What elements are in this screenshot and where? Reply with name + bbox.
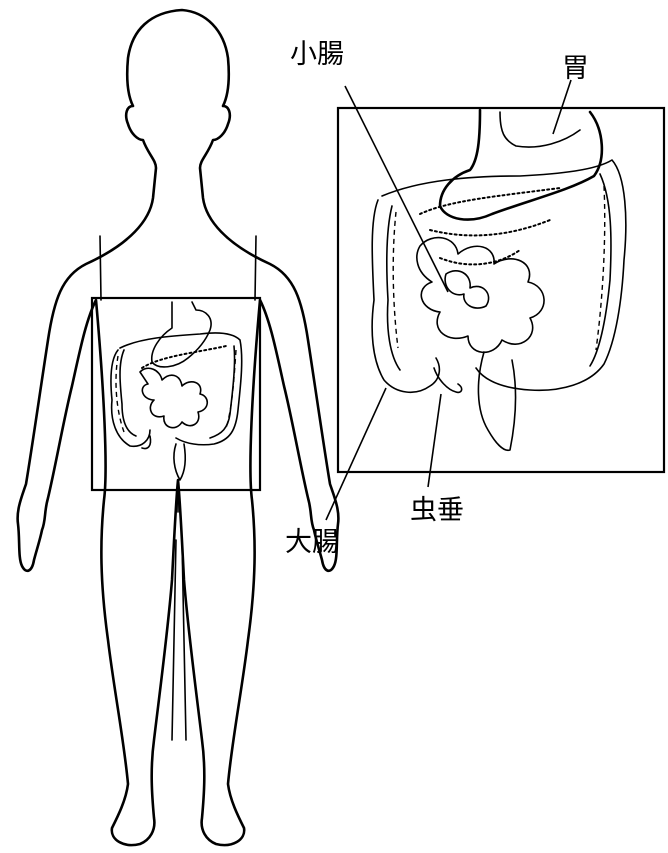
label-stomach: 胃 bbox=[562, 54, 589, 84]
label-small-intestine: 小腸 bbox=[290, 40, 344, 70]
right-arm-inner-line bbox=[255, 236, 256, 300]
leader-small-intestine bbox=[345, 86, 448, 292]
label-appendix: 虫垂 bbox=[410, 496, 464, 526]
leader-large-intestine bbox=[326, 388, 386, 520]
highlight-box-small bbox=[92, 298, 260, 490]
left-arm-inner-line bbox=[100, 236, 101, 300]
label-large-intestine: 大腸 bbox=[285, 528, 339, 558]
small-intestine-illustration bbox=[111, 302, 242, 480]
zoomed-intestine-illustration bbox=[372, 110, 626, 450]
body-outline bbox=[18, 10, 339, 845]
